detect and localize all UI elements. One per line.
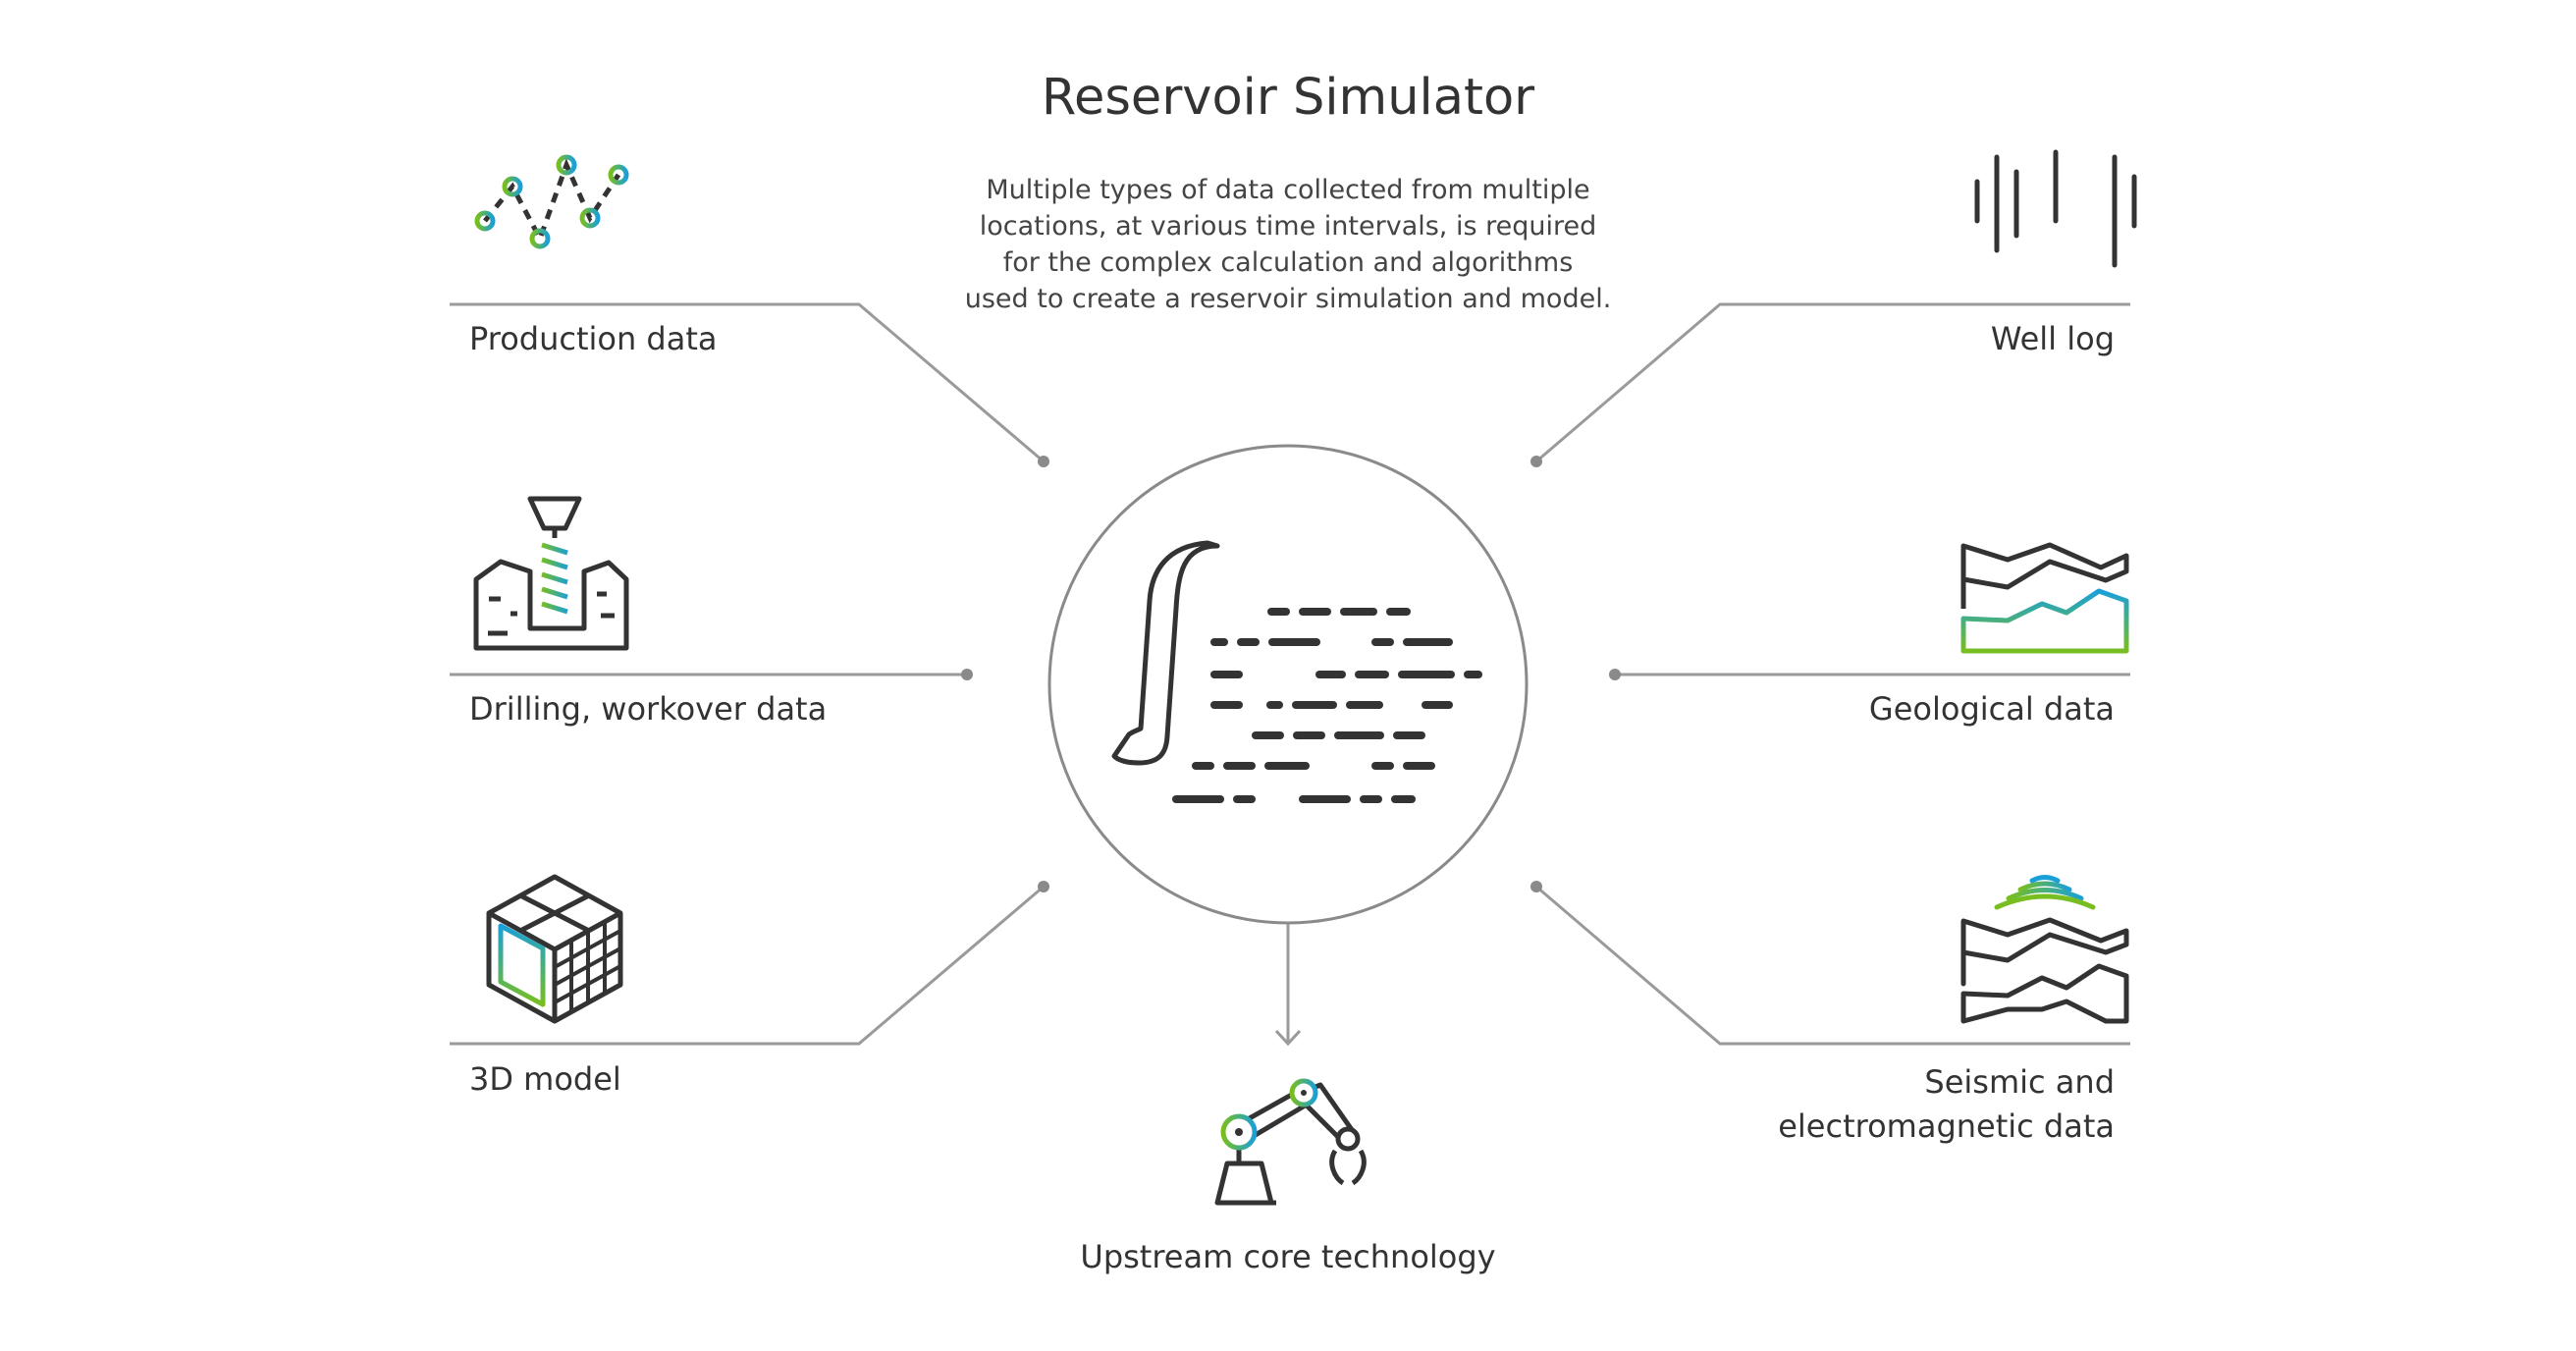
description-line: locations, at various time intervals, is… (979, 211, 1597, 242)
3d-model-label: 3D model (469, 1060, 621, 1098)
connector-production (450, 302, 1045, 463)
arrow-head (1274, 1029, 1302, 1047)
drilling-data-label: Drilling, workover data (469, 690, 828, 728)
upstream-core-technology-label: Upstream core technology (1080, 1238, 1496, 1275)
connector-well-log (1535, 302, 2130, 463)
well-log-label: Well log (1990, 320, 2115, 357)
connector-dot (1530, 881, 1542, 892)
diagram-description: Multiple types of data collected from mu… (944, 172, 1632, 317)
simulator-circle (1047, 444, 1529, 925)
connector-dot (1038, 456, 1049, 467)
strata-icon (1960, 542, 2129, 654)
line-graph-icon (474, 154, 629, 249)
description-line: for the complex calculation and algorith… (1002, 247, 1574, 278)
connector-3d-model (450, 885, 1045, 1046)
production-data-label: Production data (469, 320, 718, 357)
connector-dot (961, 669, 973, 680)
seismic-label-line: electromagnetic data (1778, 1108, 2115, 1145)
seismic-icon (1960, 875, 2129, 1024)
seismic-label-line: Seismic and (1924, 1063, 2115, 1101)
integral-formula-icon (1111, 540, 1482, 803)
description-line: used to create a reservoir simulation an… (964, 284, 1612, 314)
description-line: Multiple types of data collected from mu… (986, 175, 1590, 205)
drill-icon (473, 496, 629, 651)
robot-arm-icon (1214, 1078, 1367, 1206)
seismic-data-label: Seismic and electromagnetic data (1778, 1060, 2115, 1149)
connector-dot (1609, 669, 1621, 680)
connector-dot (1530, 456, 1542, 467)
diagram-title: Reservoir Simulator (1041, 69, 1535, 127)
geological-data-label: Geological data (1868, 690, 2115, 728)
waveform-icon (1974, 127, 2137, 280)
cube-grid-icon (486, 874, 623, 1024)
connector-dot (1038, 881, 1049, 892)
connector-seismic (1535, 885, 2130, 1046)
